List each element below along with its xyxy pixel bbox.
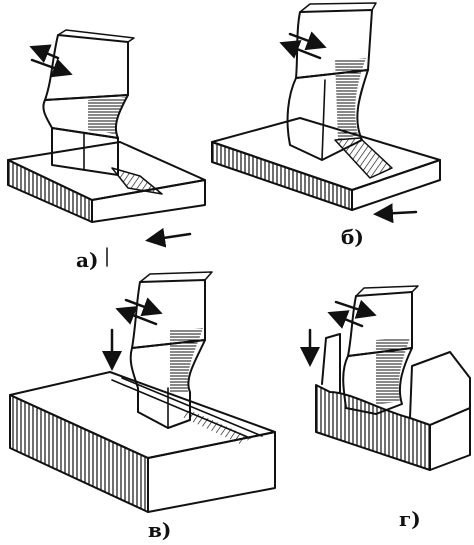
panel-b (211, 2, 441, 224)
panel-label-v: в) (148, 518, 172, 542)
arrow-oscillation-1 (288, 31, 327, 51)
tool-neck (42, 94, 129, 139)
plate-top (409, 351, 471, 426)
panel-label-g: г) (399, 507, 421, 531)
arrow-oscillation-2 (30, 58, 73, 78)
arrow-oscillation-1 (334, 299, 377, 319)
panel-label-b: б) (341, 225, 364, 249)
panel-g (300, 285, 471, 471)
tool-neck (342, 347, 413, 415)
arrow-oscillation-2 (327, 310, 364, 329)
arrow-feed (145, 227, 192, 248)
plate-side (147, 431, 276, 513)
panel-label-a: а) (76, 248, 99, 272)
plate-front (315, 384, 431, 471)
arrow-oscillation-2 (279, 40, 322, 60)
plate-front (211, 141, 353, 211)
panel-v (9, 271, 276, 513)
weld-bead (334, 137, 393, 179)
tool-neck (286, 69, 369, 161)
plate-front (9, 394, 149, 513)
plate-side (351, 159, 441, 211)
arrow-oscillation-1 (124, 297, 163, 317)
panel-a (7, 29, 206, 267)
arrow-oscillation-1 (29, 44, 60, 63)
plate-side (91, 179, 206, 223)
tool-neck (129, 339, 206, 429)
tool-head (44, 34, 129, 101)
weld-bead (111, 167, 163, 195)
arrow-feed (373, 203, 418, 224)
arrow-oscillation-2 (115, 306, 158, 326)
